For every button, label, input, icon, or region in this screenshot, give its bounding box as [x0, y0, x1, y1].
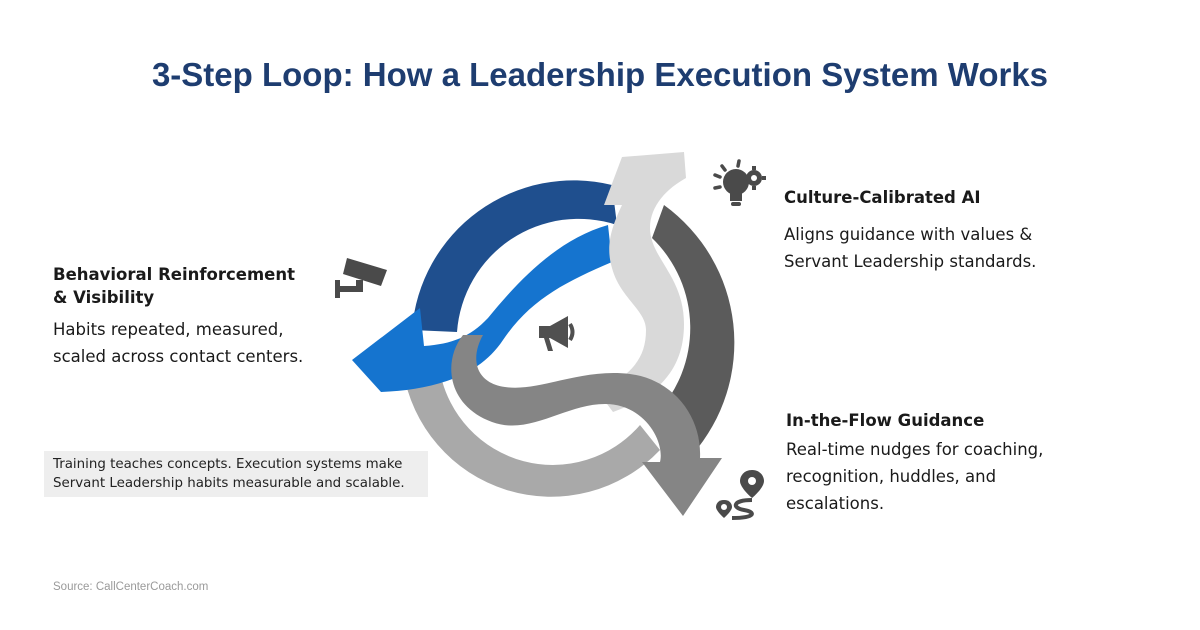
summary-note: Training teaches concepts. Execution sys…: [44, 451, 428, 497]
reinforcement-heading-line-1: Behavioral Reinforcement: [53, 265, 296, 284]
arrow-dark-blue: [412, 180, 617, 332]
arrow-dark-gray: [652, 205, 735, 455]
reinforcement-description: Habits repeated, measured, scaled across…: [53, 316, 303, 370]
in-flow-description: Real-time nudges for coaching, recogniti…: [786, 436, 1043, 517]
reinforcement-heading: Behavioral Reinforcement & Visibility: [53, 263, 295, 309]
in-flow-line-1: Real-time nudges for coaching,: [786, 440, 1044, 459]
reinforcement-line-1: Habits repeated, measured,: [53, 320, 284, 339]
security-camera-icon: [335, 258, 387, 298]
route-pin-icon: [716, 470, 764, 520]
culture-ai-line-2: Servant Leadership standards.: [784, 252, 1037, 271]
summary-note-line-2: Servant Leadership habits measurable and…: [53, 476, 405, 491]
culture-ai-description: Aligns guidance with values & Servant Le…: [784, 221, 1036, 275]
in-flow-line-3: escalations.: [786, 494, 885, 513]
arrow-mid-gray: [451, 335, 722, 516]
in-flow-heading: In-the-Flow Guidance: [786, 411, 985, 430]
reinforcement-heading-line-2: & Visibility: [53, 288, 155, 307]
in-flow-line-2: recognition, huddles, and: [786, 467, 997, 486]
source-credit: Source: CallCenterCoach.com: [53, 581, 209, 593]
arrow-light-gray: [598, 152, 686, 412]
culture-ai-line-1: Aligns guidance with values &: [784, 225, 1033, 244]
reinforcement-line-2: scaled across contact centers.: [53, 347, 304, 366]
arrow-light-gray-bottom: [403, 370, 660, 497]
page-title: 3-Step Loop: How a Leadership Execution …: [151, 56, 1049, 93]
megaphone-icon: [539, 316, 575, 351]
lightbulb-gear-icon: [713, 159, 766, 206]
arrow-blue: [352, 225, 612, 392]
culture-ai-heading: Culture-Calibrated AI: [784, 188, 981, 207]
summary-note-line-1: Training teaches concepts. Execution sys…: [53, 457, 403, 472]
